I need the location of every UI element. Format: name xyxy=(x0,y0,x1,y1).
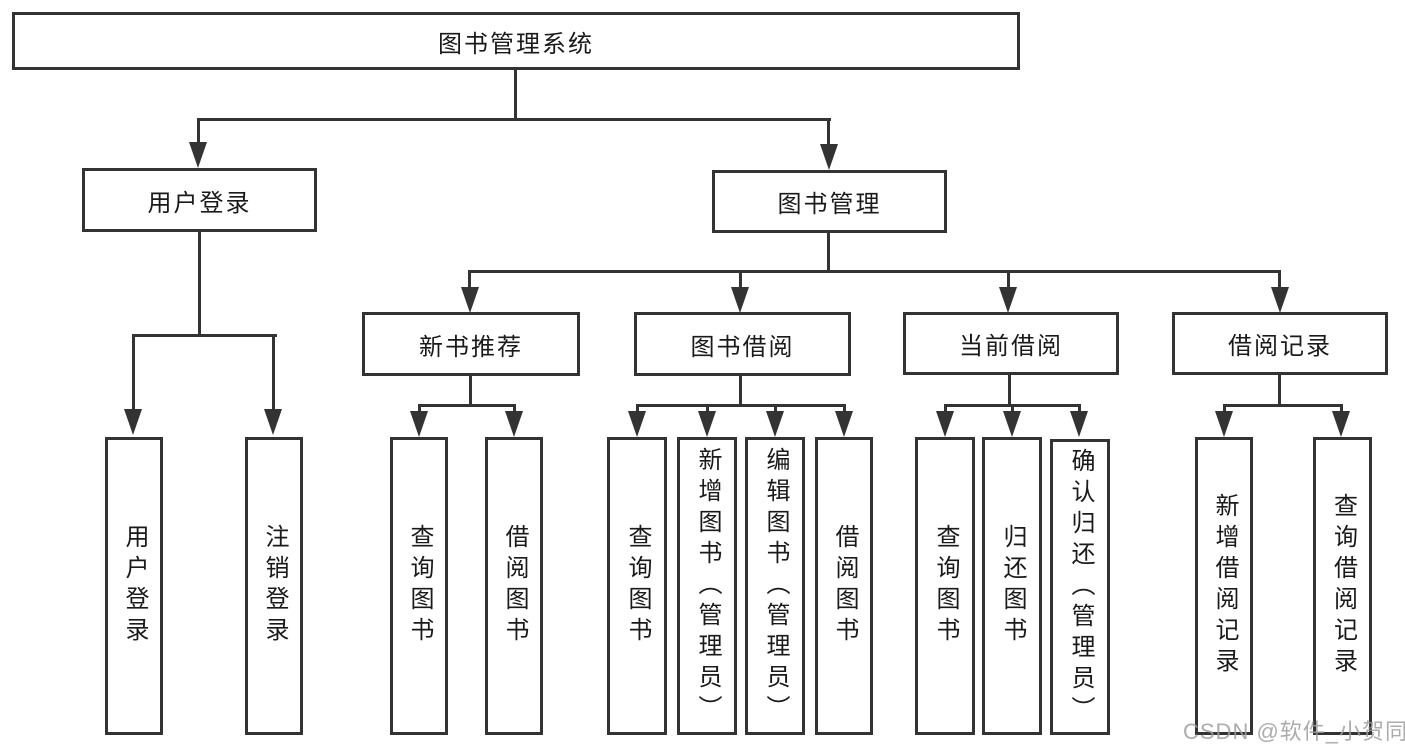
connector-stem-new-book xyxy=(469,376,472,406)
leaf-search-borrow-record-label: 查询借阅记录 xyxy=(1329,493,1357,679)
arrowhead-s3-leaf3-icon xyxy=(1070,411,1088,437)
leaf-search-books-current: 查询图书 xyxy=(915,437,975,735)
csdn-watermark: CSDN @软件_小贺同学 xyxy=(1183,719,1405,744)
leaf-search-books-borrowing-label: 查询图书 xyxy=(624,524,651,648)
connector-shaft-s2-leaf2 xyxy=(706,404,709,413)
node-user-login-label: 用户登录 xyxy=(147,189,252,217)
connector-shaft-s2-leaf1 xyxy=(636,404,639,413)
leaf-edit-book-admin: 编辑图书（管理员） xyxy=(745,437,805,735)
connector-stem-user-login xyxy=(198,232,201,336)
leaf-borrow-books-recommend: 借阅图书 xyxy=(485,437,543,735)
connector-stem-book-borrow xyxy=(739,376,742,406)
leaf-search-books-recommend: 查询图书 xyxy=(390,437,448,735)
node-current-borrowing-label: 当前借阅 xyxy=(959,333,1063,360)
connector-branch-book-management xyxy=(468,270,1281,273)
arrowhead-s3-leaf1-icon xyxy=(936,411,954,437)
node-borrowing-records-label: 借阅记录 xyxy=(1228,333,1332,360)
arrowhead-s1-leaf1-icon xyxy=(410,411,428,437)
leaf-confirm-return-admin: 确认归还（管理员） xyxy=(1050,439,1110,735)
connector-shaft-new-book xyxy=(468,270,471,288)
leaf-search-books-recommend-label: 查询图书 xyxy=(406,524,433,648)
connector-shaft-s4-leaf2 xyxy=(1340,404,1343,413)
connector-shaft-s4-leaf1 xyxy=(1223,404,1226,413)
node-book-management-label: 图书管理 xyxy=(777,191,882,218)
connector-shaft-s2-leaf4 xyxy=(843,404,846,413)
arrowhead-s3-leaf2-icon xyxy=(1003,411,1021,437)
connector-branch-borrow-records xyxy=(1223,404,1343,407)
leaf-return-books: 归还图书 xyxy=(982,437,1042,735)
arrowhead-s1-leaf2-icon xyxy=(505,411,523,437)
connector-shaft-borrow-records xyxy=(1278,270,1281,288)
arrowhead-s4-leaf2-icon xyxy=(1332,411,1350,437)
leaf-search-books-current-label: 查询图书 xyxy=(932,524,959,648)
leaf-logout-label: 注销登录 xyxy=(261,524,288,648)
node-current-borrowing: 当前借阅 xyxy=(903,312,1119,375)
node-root: 图书管理系统 xyxy=(12,12,1020,70)
leaf-user-login-label: 用户登录 xyxy=(121,524,148,648)
connector-branch-user-login xyxy=(132,334,277,337)
connector-shaft-s3-leaf2 xyxy=(1011,404,1014,413)
connector-shaft-leaf-login xyxy=(132,334,135,409)
connector-shaft-current-borrow xyxy=(1007,270,1010,288)
connector-shaft-s3-leaf3 xyxy=(1078,404,1081,413)
leaf-borrow-books-recommend-label: 借阅图书 xyxy=(501,524,528,648)
leaf-add-borrow-record: 新增借阅记录 xyxy=(1195,437,1253,735)
leaf-return-books-label: 归还图书 xyxy=(999,524,1026,648)
arrowhead-s2-leaf3-icon xyxy=(766,411,784,437)
connector-shaft-leaf-logout xyxy=(272,334,275,409)
arrowhead-book-borrow-icon xyxy=(731,287,749,313)
connector-branch-new-book xyxy=(418,404,516,407)
arrowhead-s2-leaf4-icon xyxy=(835,411,853,437)
arrowhead-new-book-icon xyxy=(461,287,479,313)
node-new-book-recommendation-label: 新书推荐 xyxy=(419,333,523,361)
arrowhead-book-management-icon xyxy=(820,144,838,170)
leaf-user-login: 用户登录 xyxy=(105,437,163,735)
arrowhead-leaf-logout-icon xyxy=(264,409,282,435)
arrowhead-borrow-records-icon xyxy=(1271,287,1289,313)
leaf-logout: 注销登录 xyxy=(245,437,303,735)
leaf-confirm-return-admin-label: 确认归还（管理员） xyxy=(1067,447,1094,727)
node-new-book-recommendation: 新书推荐 xyxy=(362,312,580,376)
connector-stem-current-borrow xyxy=(1008,375,1011,406)
leaf-add-book-admin: 新增图书（管理员） xyxy=(677,437,737,735)
node-book-borrowing-label: 图书借阅 xyxy=(690,333,795,361)
node-book-management: 图书管理 xyxy=(712,170,947,233)
connector-shaft-s3-leaf1 xyxy=(944,404,947,413)
connector-shaft-s2-leaf3 xyxy=(774,404,777,413)
node-root-label: 图书管理系统 xyxy=(438,30,594,58)
arrowhead-s2-leaf2-icon xyxy=(698,411,716,437)
leaf-borrow-books-borrowing-label: 借阅图书 xyxy=(831,524,858,648)
connector-stem-borrow-records xyxy=(1278,375,1281,406)
connector-shaft-book-borrow xyxy=(739,270,742,288)
leaf-search-borrow-record: 查询借阅记录 xyxy=(1313,437,1372,735)
leaf-add-book-admin-label: 新增图书（管理员） xyxy=(694,446,721,726)
node-borrowing-records: 借阅记录 xyxy=(1172,312,1388,375)
arrowhead-user-login-icon xyxy=(189,142,207,168)
arrowhead-current-borrow-icon xyxy=(999,287,1017,313)
leaf-edit-book-admin-label: 编辑图书（管理员） xyxy=(762,446,789,726)
connector-stem-root xyxy=(514,70,517,120)
connector-stem-book-management xyxy=(827,233,830,272)
arrowhead-s4-leaf1-icon xyxy=(1215,411,1233,437)
connector-shaft-book-management xyxy=(827,118,830,146)
connector-shaft-user-login xyxy=(197,118,200,146)
leaf-add-borrow-record-label: 新增借阅记录 xyxy=(1211,493,1238,679)
connector-branch-root xyxy=(197,118,831,121)
connector-shaft-s1-leaf2 xyxy=(513,404,516,413)
leaf-borrow-books-borrowing: 借阅图书 xyxy=(815,437,873,735)
node-book-borrowing: 图书借阅 xyxy=(634,312,851,376)
connector-shaft-s1-leaf1 xyxy=(418,404,421,413)
arrowhead-s2-leaf1-icon xyxy=(628,411,646,437)
leaf-search-books-borrowing: 查询图书 xyxy=(607,437,667,735)
node-user-login: 用户登录 xyxy=(82,168,317,232)
connector-branch-book-borrow xyxy=(636,404,845,407)
arrowhead-leaf-login-icon xyxy=(124,409,142,435)
